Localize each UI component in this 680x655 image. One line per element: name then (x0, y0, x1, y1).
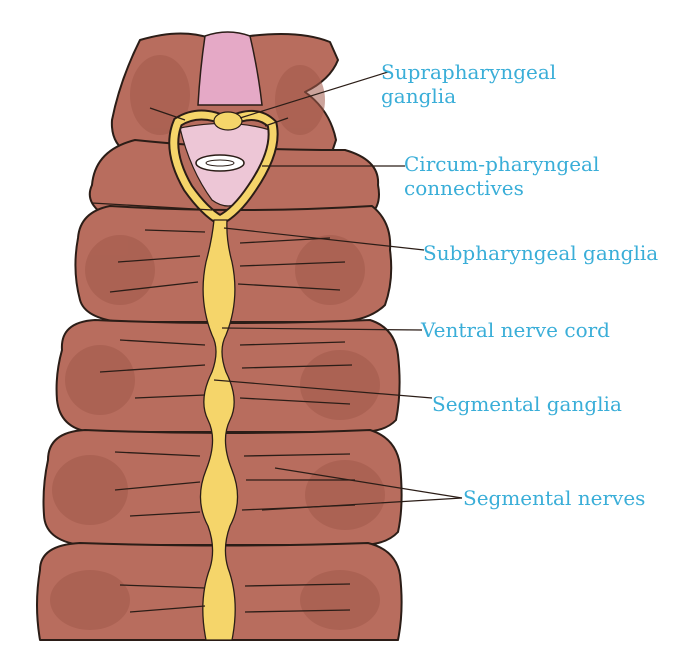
label-line: connectives (404, 176, 599, 200)
label-circum-pharyngeal-connectives: Circum-pharyngeal connectives (404, 152, 599, 200)
label-subpharyngeal-ganglia: Subpharyngeal ganglia (423, 241, 658, 265)
suprapharyngeal-ganglia (214, 112, 242, 130)
buccal-opening (196, 155, 244, 171)
label-line: Suprapharyngeal (381, 60, 556, 84)
label-ventral-nerve-cord: Ventral nerve cord (421, 318, 610, 342)
label-line: ganglia (381, 84, 556, 108)
label-line: Circum-pharyngeal (404, 152, 599, 176)
label-segmental-ganglia: Segmental ganglia (432, 392, 622, 416)
label-suprapharyngeal-ganglia: Suprapharyngeal ganglia (381, 60, 556, 108)
label-segmental-nerves: Segmental nerves (463, 486, 645, 510)
